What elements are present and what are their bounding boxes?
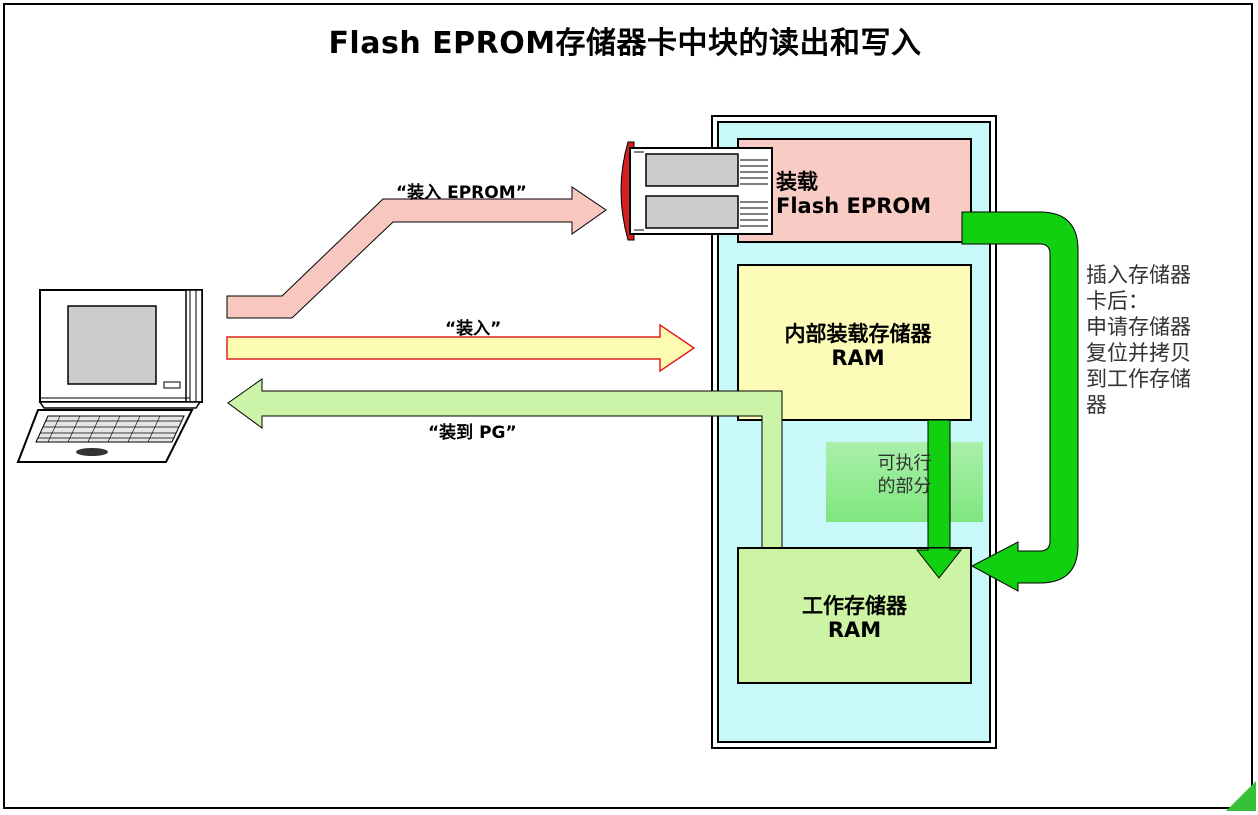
programming-device-icon — [16, 289, 203, 463]
page-frame — [3, 3, 1253, 809]
load-to-pg-arrow-label: “装到 PG” — [428, 423, 517, 443]
after-insert-note-line1: 插入存储器 — [1086, 263, 1191, 287]
work-memory-label-line1: 工作存储器 — [802, 594, 907, 618]
executable-transfer-arrow-tip — [915, 547, 963, 579]
corner-marker — [1226, 781, 1256, 811]
load-to-pg-arrow — [227, 378, 783, 549]
after-insert-note-line5: 到工作存储 — [1086, 367, 1191, 391]
load-memory-label-line2: RAM — [831, 346, 885, 370]
executable-part-label: 可执行 的部分 — [826, 452, 983, 498]
executable-part-label-line2: 的部分 — [877, 476, 932, 497]
load-arrow-label: “装入” — [445, 319, 502, 339]
page-title: Flash EPROM存储器卡中块的读出和写入 — [328, 26, 922, 61]
memory-card-icon — [620, 141, 773, 241]
after-insert-note-line3: 申请存储器 — [1086, 315, 1191, 339]
flash-eprom-label-line1: 装载 — [776, 170, 818, 194]
load-eprom-arrow — [226, 186, 607, 319]
after-insert-note-line4: 复位并拷贝 — [1086, 341, 1191, 365]
executable-part-label-line1: 可执行 — [877, 453, 932, 474]
after-insert-note-line2: 卡后： — [1086, 289, 1149, 313]
load-arrow — [226, 323, 696, 373]
load-memory-label: 内部装载存储器 RAM — [738, 322, 978, 370]
executable-part-box — [826, 442, 983, 522]
flash-eprom-label-line2: Flash EPROM — [776, 194, 932, 218]
work-memory-label-line2: RAM — [827, 618, 882, 642]
work-memory-label: 工作存储器 RAM — [738, 594, 971, 642]
flash-eprom-label: 装载 Flash EPROM — [776, 170, 931, 218]
after-insert-note: 插入存储器 卡后： 申请存储器 复位并拷贝 到工作存储 器 — [1086, 262, 1191, 418]
load-eprom-arrow-label: “装入 EPROM” — [396, 183, 527, 203]
load-memory-label-line1: 内部装载存储器 — [784, 322, 932, 346]
copy-to-work-memory-arrow — [961, 211, 1079, 592]
flash-eprom-box — [737, 138, 972, 243]
work-memory-box — [737, 547, 972, 684]
after-insert-note-line6: 器 — [1086, 393, 1107, 417]
